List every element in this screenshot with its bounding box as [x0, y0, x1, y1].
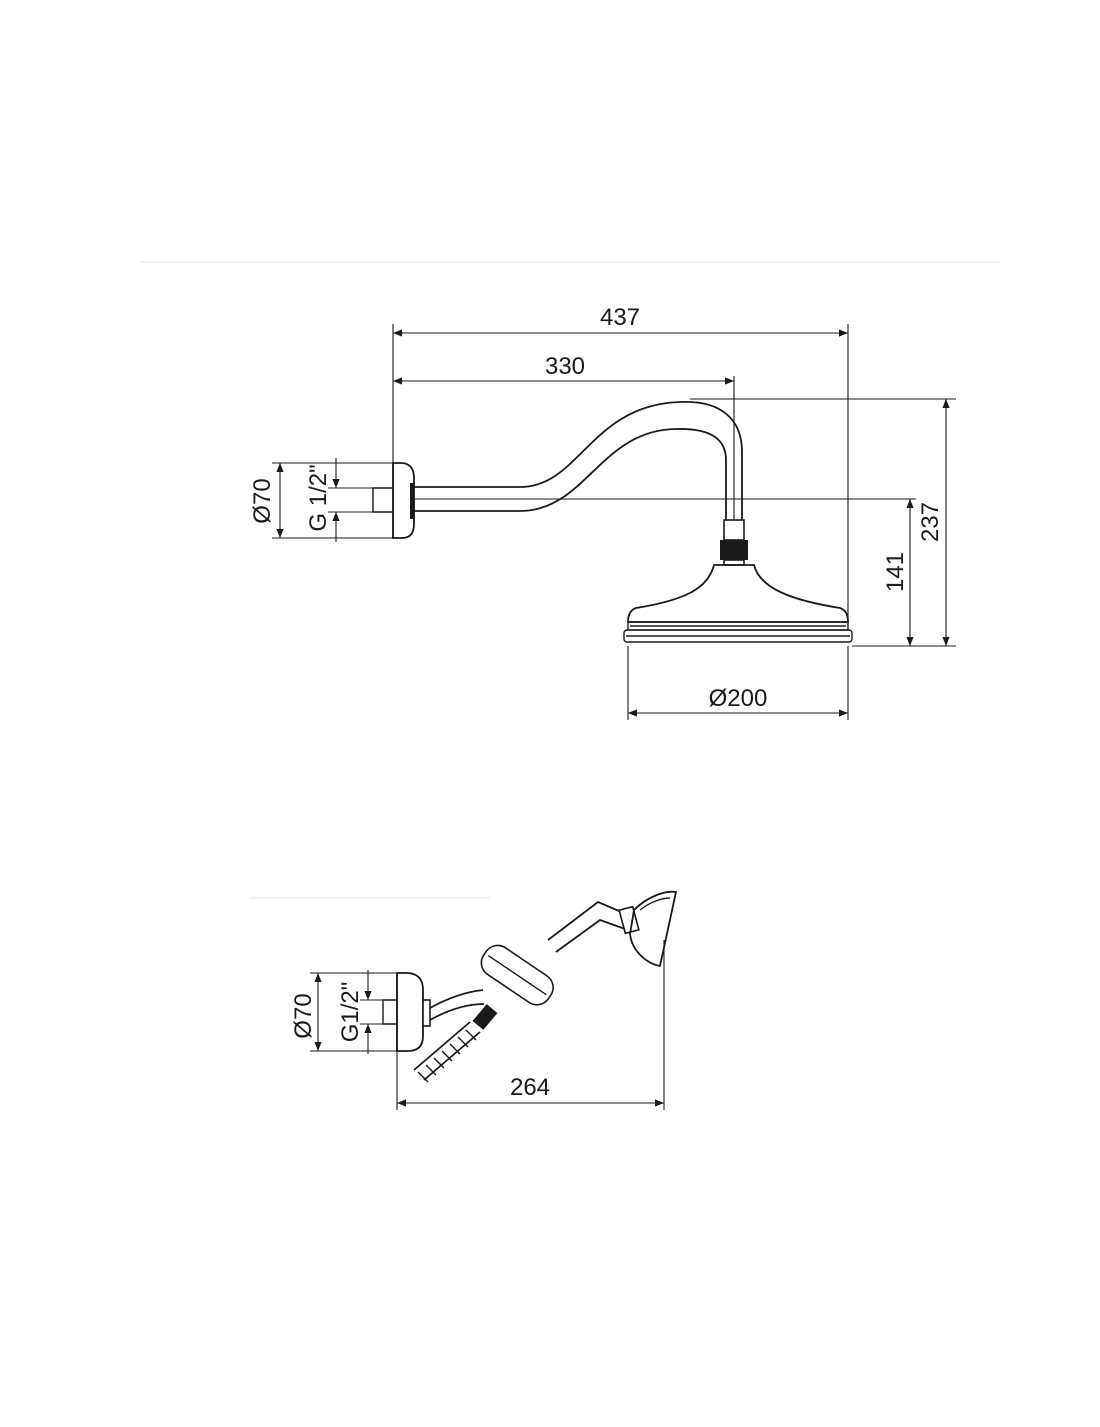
- shower-hose: [413, 1021, 481, 1083]
- dimension-head-diameter: Ø200: [627, 646, 849, 720]
- hose-rib: [433, 1057, 445, 1069]
- hand-shower-neck-bottom: [555, 918, 629, 953]
- hand-shower-thread-stub: [382, 999, 397, 1025]
- dim-264-label: 264: [510, 1074, 550, 1101]
- hose-edge-top: [413, 1021, 471, 1071]
- hand-shower-flange-nut: [422, 999, 431, 1027]
- dim-200-label: Ø200: [709, 685, 768, 712]
- dimension-overall-length: 437: [392, 304, 849, 622]
- arm-end-collar: [723, 519, 745, 541]
- wall-flange: [392, 462, 415, 539]
- hand-shower-drawing: [382, 890, 678, 1083]
- holder-arm-bottom: [429, 1003, 485, 1021]
- dimension-head-height: 141: [414, 498, 916, 646]
- shower-head-face: [623, 629, 853, 643]
- hand-shower-neck-top: [547, 900, 627, 941]
- hose-rib: [417, 1071, 429, 1083]
- dimension-thread-top: G 1/2": [305, 458, 373, 542]
- hand-shower-head-connector: [618, 905, 640, 935]
- hose-edge-bottom: [423, 1031, 481, 1081]
- dim-thread-top-label: G 1/2": [305, 464, 332, 531]
- thread-stub: [372, 487, 393, 513]
- hand-shower-wall-flange: [396, 972, 424, 1052]
- hose-rib: [449, 1043, 461, 1055]
- hose-rib: [465, 1029, 477, 1041]
- dim-141-label: 141: [882, 552, 909, 592]
- flange-nut: [410, 483, 414, 519]
- dimension-flange-diameter-top: Ø70: [249, 462, 393, 539]
- hose-rib: [441, 1050, 453, 1062]
- dim-437-label: 437: [600, 304, 640, 331]
- hand-shower-bell-head: [629, 890, 678, 968]
- dim-70-top-label: Ø70: [249, 478, 276, 523]
- dimension-total-height: 237: [690, 398, 956, 647]
- dim-330-label: 330: [545, 353, 585, 380]
- head-connector-nut: [720, 540, 748, 560]
- shower-head-dome: [627, 564, 849, 623]
- hose-rib: [425, 1064, 437, 1076]
- dim-70-bottom-label: Ø70: [290, 993, 317, 1038]
- arm-pipe-inner: [414, 428, 727, 522]
- arm-pipe-outer: [414, 401, 743, 522]
- dim-237-label: 237: [917, 502, 944, 542]
- dimension-thread-bottom: G1/2": [337, 970, 383, 1054]
- dim-thread-bottom-label: G1/2": [337, 982, 364, 1043]
- hose-coupling: [472, 1004, 498, 1030]
- bell-head-detail: [639, 897, 671, 911]
- hand-shower-handle-group: [480, 944, 554, 1006]
- dimension-hand-shower-length: 264: [396, 940, 665, 1110]
- dimension-flange-diameter-bottom: Ø70: [290, 972, 397, 1052]
- dimension-arm-length: 330: [393, 353, 735, 520]
- holder-arm-top: [429, 989, 484, 1009]
- shower-arm-drawing: [372, 401, 853, 643]
- handle-centerline: [487, 954, 547, 996]
- hose-rib: [457, 1036, 469, 1048]
